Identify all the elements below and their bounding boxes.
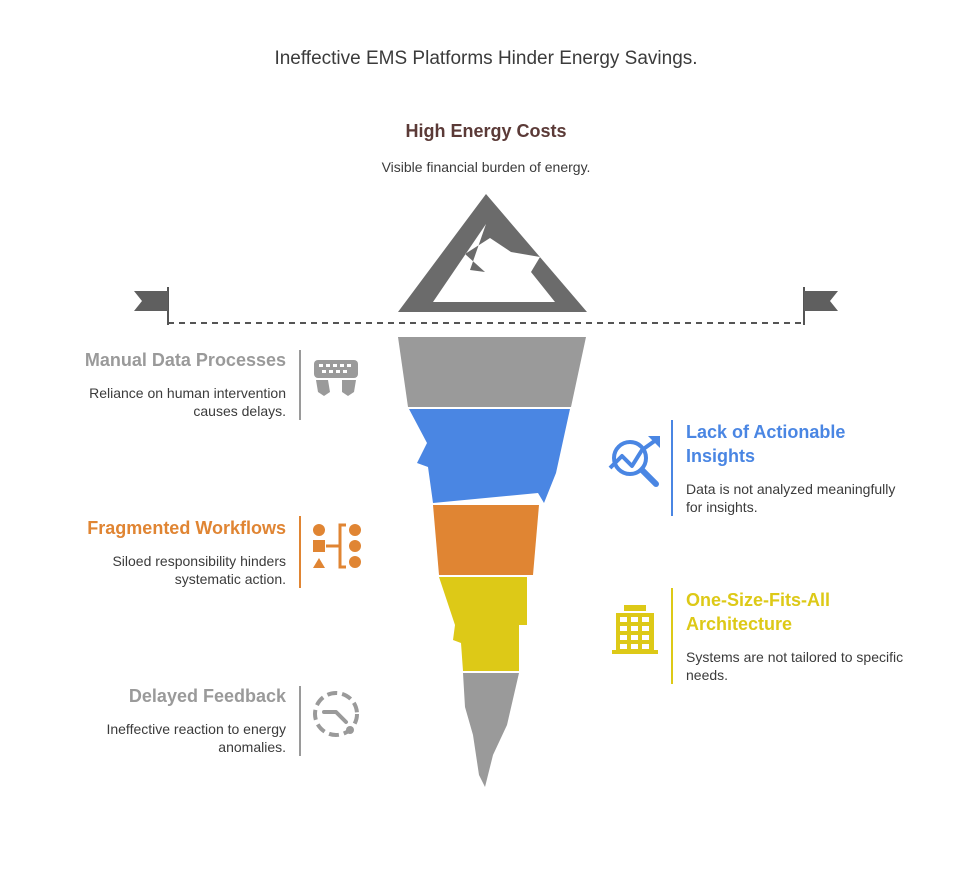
fragmented-description: Siloed responsibility hinders systematic… <box>112 553 286 587</box>
architecture-label: One-Size-Fits-All Architecture <box>686 590 831 634</box>
delayed-description: Ineffective reaction to energy anomalies… <box>106 721 286 755</box>
workflow-shapes-icon <box>313 523 361 569</box>
iceberg-body <box>398 337 586 787</box>
layer-actionable-insights <box>409 409 570 503</box>
building-icon <box>612 605 658 654</box>
iceberg-tip-icon <box>398 194 587 312</box>
architecture-description: Systems are not tailored to specific nee… <box>686 649 904 683</box>
manual-data-description: Reliance on human intervention causes de… <box>89 385 286 419</box>
diagram-title: Ineffective EMS Platforms Hinder Energy … <box>274 48 698 69</box>
dashed-clock-icon <box>313 691 359 737</box>
top-description: Visible financial burden of energy. <box>381 159 591 175</box>
fragmented-line <box>299 516 301 588</box>
delayed-label: Delayed Feedback <box>128 686 286 706</box>
layer-one-size <box>439 577 527 671</box>
layer-delayed-feedback <box>463 673 519 787</box>
manual-data-label: Manual Data Processes <box>84 350 286 370</box>
layer-fragmented-workflows <box>433 505 539 575</box>
fragmented-label: Fragmented Workflows <box>87 518 286 538</box>
magnifier-chart-icon <box>608 436 660 487</box>
layer-manual-data <box>398 337 586 407</box>
insights-description: Data is not analyzed meaningfully for in… <box>686 481 896 515</box>
hands-keyboard-icon <box>314 360 358 396</box>
manual-data-line <box>299 350 301 420</box>
insights-label: Lack of Actionable Insights <box>686 422 846 466</box>
waterline <box>134 287 838 325</box>
insights-line <box>671 420 673 516</box>
delayed-line <box>299 686 301 756</box>
architecture-line <box>671 588 673 684</box>
top-title: High Energy Costs <box>405 121 567 141</box>
